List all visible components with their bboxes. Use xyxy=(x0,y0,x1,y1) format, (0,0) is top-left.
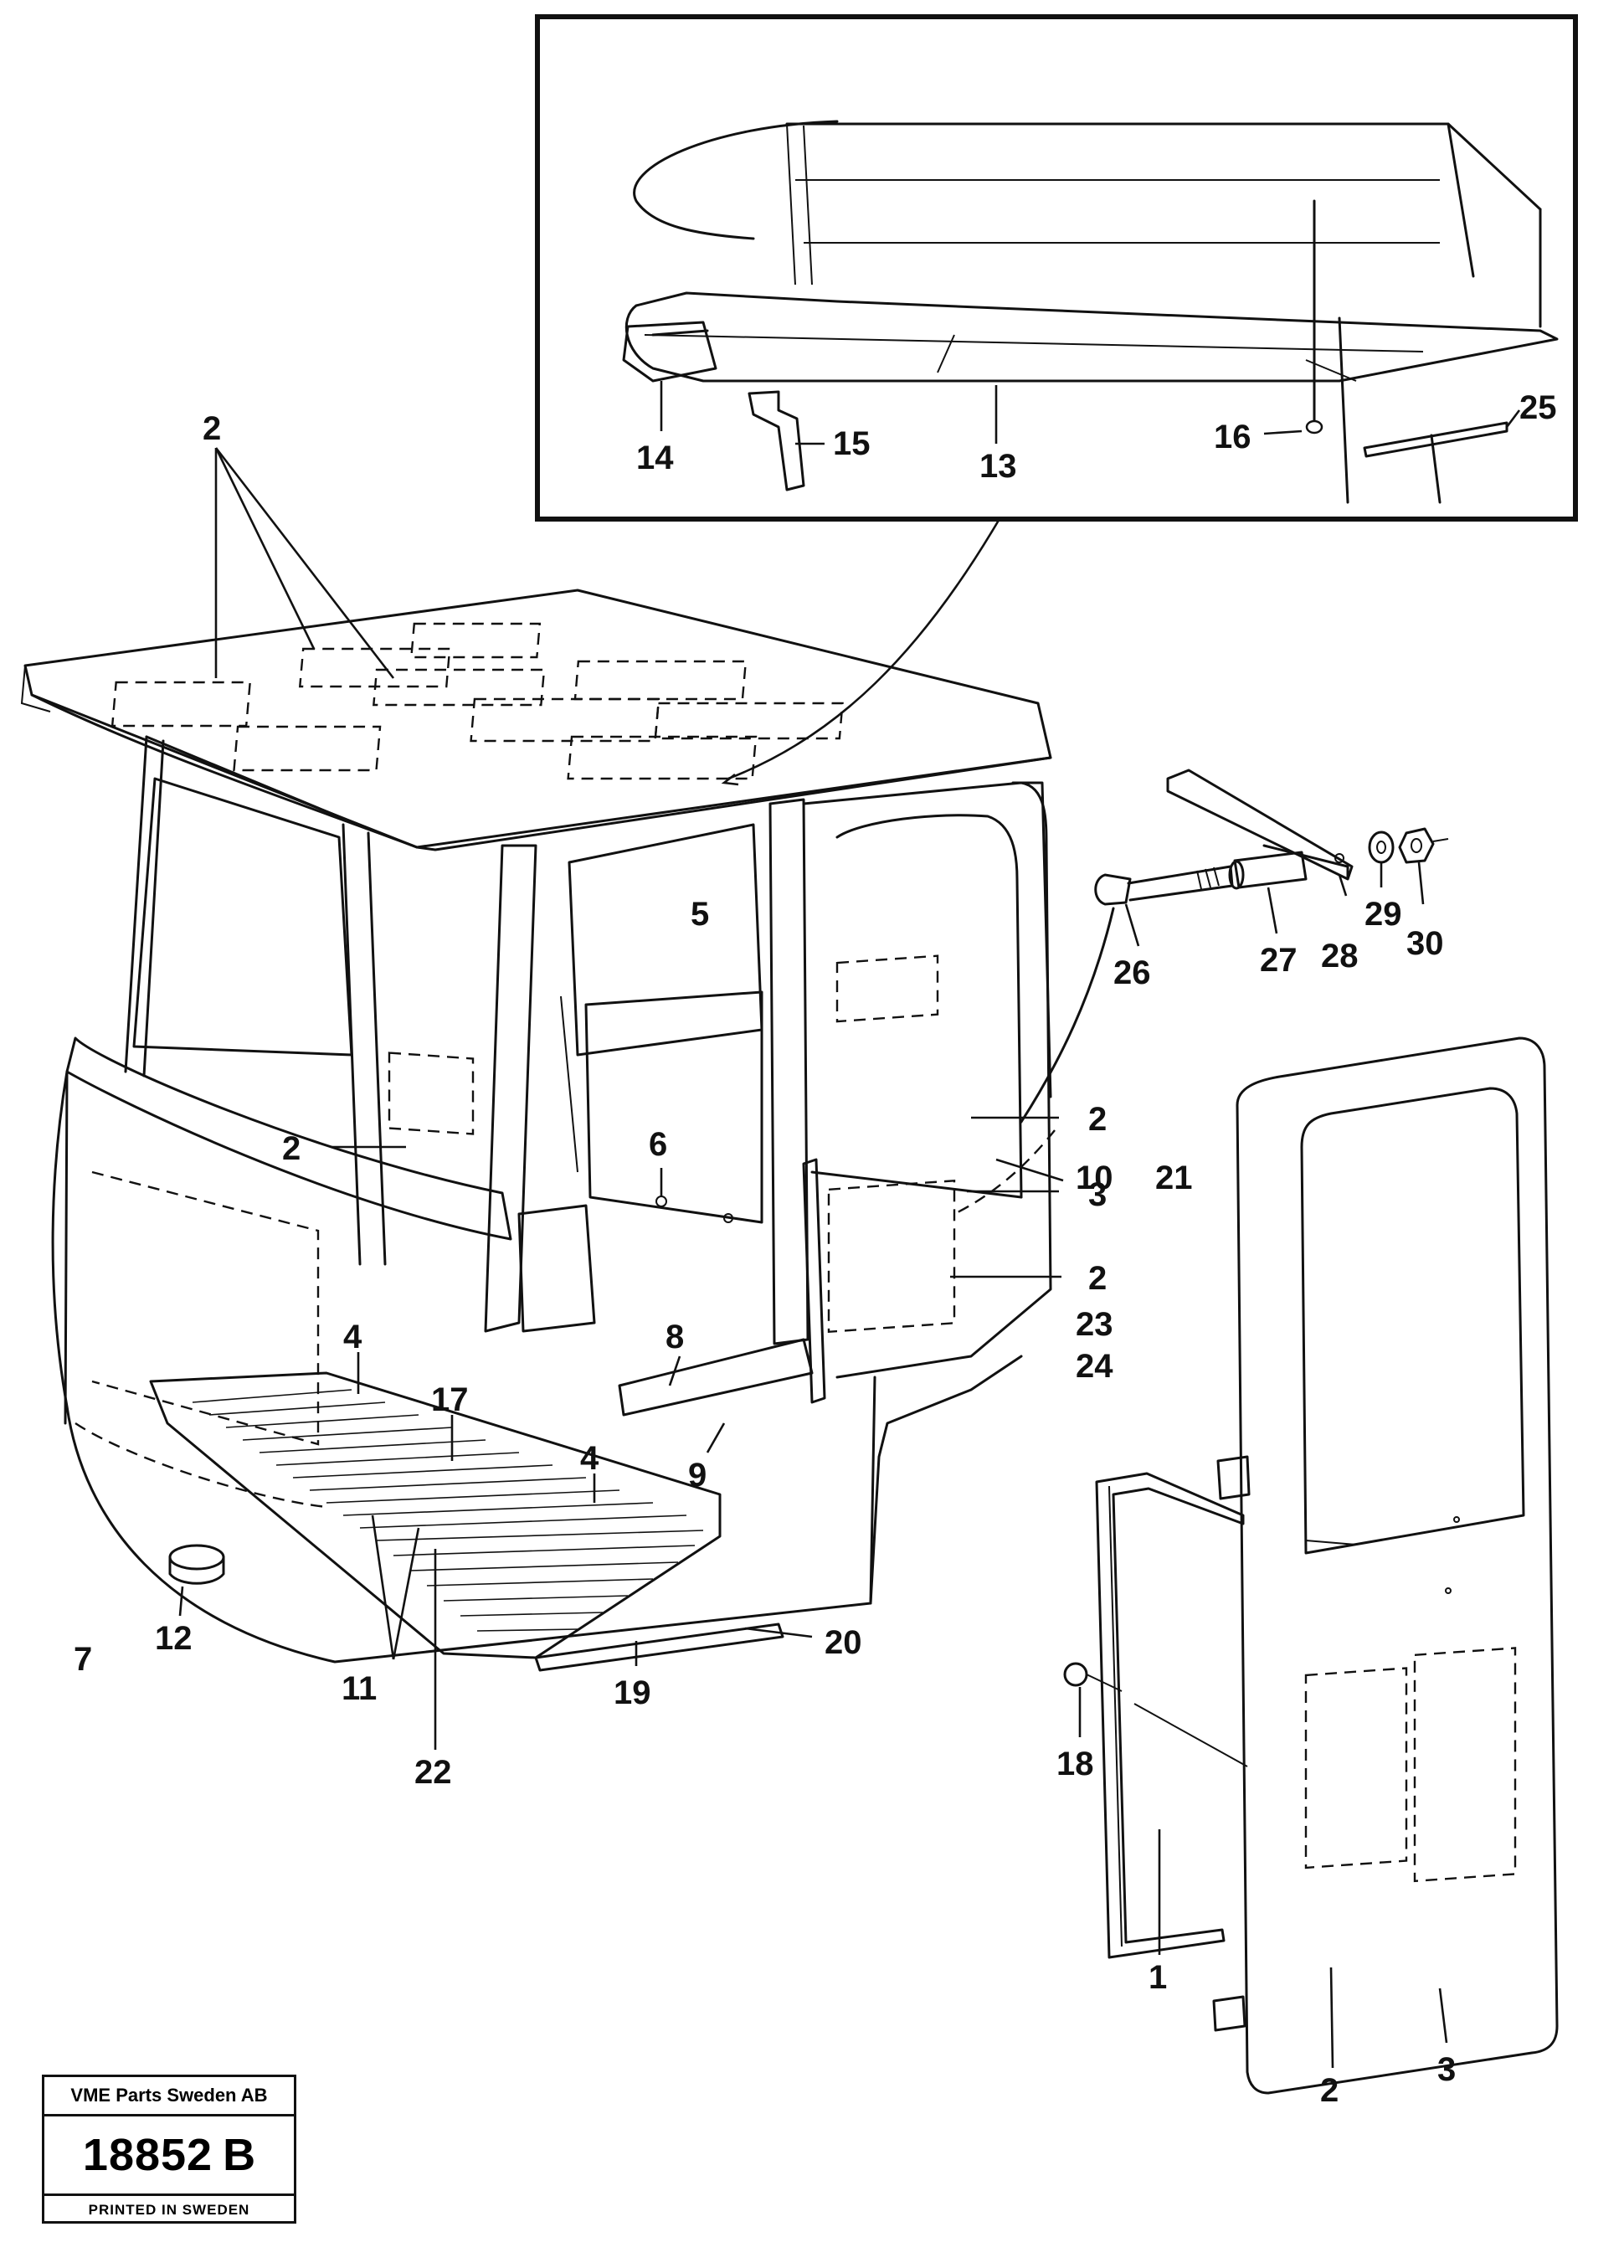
stamp-illustration-number: 18852 xyxy=(82,2130,213,2180)
label-28: 28 xyxy=(1321,938,1359,975)
part-labels: 14 15 13 16 25 2 5 2 6 2 10 21 3 2 23 24… xyxy=(74,389,1557,2109)
work-lamp xyxy=(622,321,717,383)
label-20: 20 xyxy=(825,1624,862,1661)
stamp-printed: PRINTED IN SWEDEN xyxy=(88,2201,250,2218)
label-7: 7 xyxy=(74,1641,92,1678)
door-window xyxy=(1300,1087,1525,1555)
label-2-door: 2 xyxy=(1320,2072,1339,2109)
inset-frame xyxy=(535,14,1578,522)
rear-interior-panel xyxy=(584,990,763,1224)
label-3-door: 3 xyxy=(1437,2051,1456,2088)
cab-leaders xyxy=(178,447,1064,1750)
stamp-number-row: 18852 B xyxy=(44,2116,294,2196)
label-8: 8 xyxy=(666,1319,684,1355)
door-seal xyxy=(1095,1472,1245,1959)
door-plug xyxy=(1063,1662,1088,1687)
label-4-right: 4 xyxy=(580,1440,599,1477)
label-2-roof: 2 xyxy=(203,410,221,447)
hinge-nut xyxy=(1398,827,1435,864)
label-6: 6 xyxy=(649,1126,667,1163)
cab-body xyxy=(20,589,1052,1672)
label-5: 5 xyxy=(691,896,709,933)
label-18: 18 xyxy=(1056,1746,1094,1782)
label-4-left: 4 xyxy=(343,1319,362,1355)
lamp-bracket xyxy=(748,390,805,491)
label-12: 12 xyxy=(155,1620,193,1657)
drain-plug xyxy=(168,1544,225,1571)
label-1: 1 xyxy=(1149,1959,1167,1996)
label-2-left: 2 xyxy=(282,1130,301,1167)
hinge-sleeve xyxy=(1233,851,1308,889)
label-21: 21 xyxy=(1155,1160,1193,1196)
label-24: 24 xyxy=(1076,1348,1113,1385)
washer xyxy=(1368,831,1395,864)
label-19: 19 xyxy=(614,1674,651,1711)
label-30: 30 xyxy=(1406,925,1444,962)
stamp-company: VME Parts Sweden AB xyxy=(44,2077,294,2116)
label-2-side: 2 xyxy=(1088,1260,1107,1297)
seal-strip xyxy=(1363,421,1508,458)
visor-panel xyxy=(624,291,1559,383)
catalog-stamp: VME Parts Sweden AB 18852 B PRINTED IN S… xyxy=(42,2075,296,2224)
cab-door xyxy=(1236,1036,1559,2095)
label-3-rear: 3 xyxy=(1088,1176,1107,1213)
label-13: 13 xyxy=(979,448,1017,485)
roof-panel xyxy=(23,589,1052,849)
label-11: 11 xyxy=(342,1670,377,1707)
label-10: 10 xyxy=(1076,1160,1113,1196)
label-29: 29 xyxy=(1364,896,1402,933)
label-9: 9 xyxy=(688,1457,707,1494)
label-25: 25 xyxy=(1519,389,1557,426)
label-16: 16 xyxy=(1214,419,1251,455)
label-26: 26 xyxy=(1113,954,1151,991)
label-22: 22 xyxy=(414,1754,452,1791)
label-17: 17 xyxy=(431,1381,469,1418)
label-23: 23 xyxy=(1076,1306,1113,1343)
label-15: 15 xyxy=(833,425,871,462)
seat-base-plate xyxy=(618,1338,814,1417)
roof-service-panels xyxy=(110,622,844,780)
floor-mat xyxy=(149,1371,722,1659)
hinge-bolt xyxy=(1094,873,1132,906)
door-assembly xyxy=(1063,1036,1559,2095)
hinge-pin-assembly xyxy=(953,769,1449,1216)
label-2-rear: 2 xyxy=(1088,1101,1107,1138)
floor-mat-slats xyxy=(192,1389,704,1632)
label-27: 27 xyxy=(1260,942,1298,979)
stamp-revision: B xyxy=(223,2130,256,2180)
bolt-16-head xyxy=(1305,419,1323,435)
hinge-bracket xyxy=(1166,769,1354,881)
inset-detail xyxy=(535,14,1578,522)
rear-window xyxy=(568,823,763,1057)
label-14: 14 xyxy=(636,440,674,476)
left-window xyxy=(132,777,353,1057)
lower-body-shell xyxy=(51,1070,1023,1664)
